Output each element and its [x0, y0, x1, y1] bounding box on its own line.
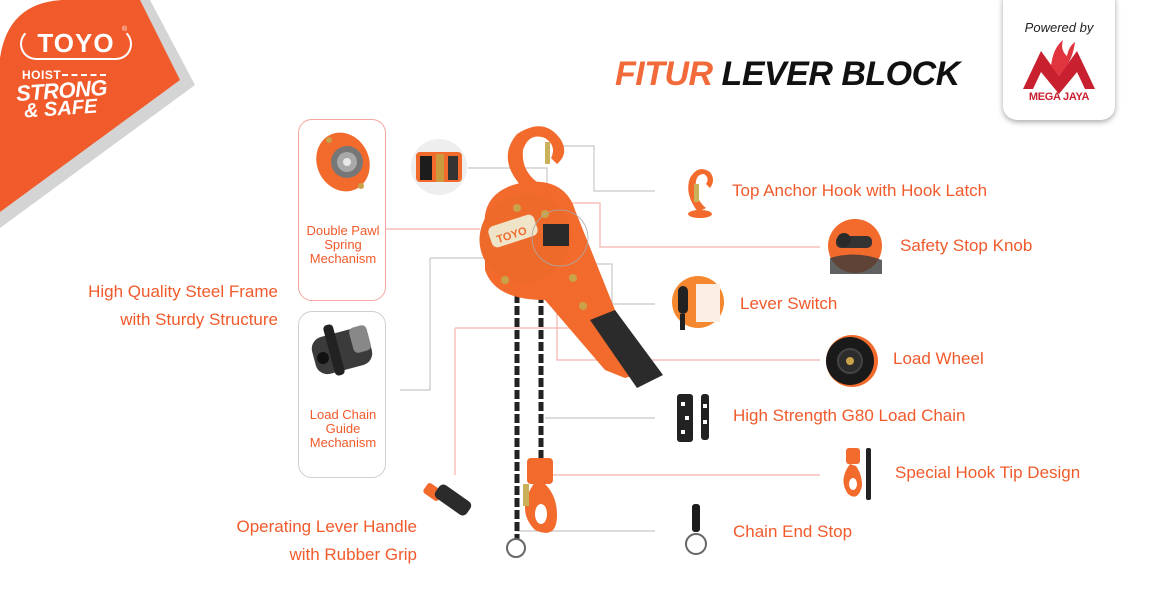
- chain-guide-line3: Mechanism: [309, 435, 377, 450]
- megajaya-logo-icon: [1023, 40, 1095, 94]
- powered-by-label: Powered by: [1024, 20, 1094, 35]
- lever-switch-icon: [672, 276, 724, 330]
- chain-end-stop-icon: [685, 504, 707, 555]
- steel-frame-line2: with Sturdy Structure: [120, 310, 278, 329]
- safety-knob-icon: [828, 219, 882, 274]
- feature-top-anchor-hook: Top Anchor Hook with Hook Latch: [732, 181, 988, 200]
- logo-hoist-text: HOIST: [22, 68, 62, 82]
- chain-guide-line2: Guide: [325, 421, 361, 436]
- double-pawl-line3: Mechanism: [309, 251, 377, 266]
- chain-guide-label: Load Chain Guide Mechanism: [299, 408, 387, 450]
- logo-background-shape: [0, 0, 195, 228]
- gear-detail-icon: [411, 139, 467, 195]
- load-wheel-icon: [826, 335, 878, 387]
- feature-load-wheel: Load Wheel: [893, 349, 984, 368]
- feature-chain-end-stop: Chain End Stop: [733, 522, 853, 541]
- rubber-grip-icon: [423, 483, 472, 516]
- megajaya-name: MEGA JAYA: [1028, 91, 1090, 103]
- logo-dash-line: [62, 74, 106, 76]
- toyo-logo-text: TOYO: [20, 28, 132, 60]
- feature-lever-handle: Operating Lever Handle with Rubber Grip: [160, 516, 417, 566]
- title-rest: LEVER BLOCK: [721, 55, 961, 93]
- steel-frame-line1: High Quality Steel Frame: [88, 282, 278, 301]
- registered-mark: ®: [122, 26, 128, 33]
- bottom-hook-icon: [843, 448, 871, 500]
- double-pawl-card: Double Pawl Spring Mechanism: [298, 119, 386, 301]
- lever-block-product-image: TOYO: [479, 126, 663, 558]
- title-highlight: FITUR: [615, 55, 713, 93]
- page-title: FITUR LEVER BLOCK: [615, 55, 960, 94]
- chain-guide-mechanism-icon: [311, 324, 373, 376]
- lever-handle-line2: with Rubber Grip: [289, 545, 417, 564]
- feature-safety-stop-knob: Safety Stop Knob: [900, 236, 1033, 255]
- toyo-logo-corner: TOYO ® HOIST STRONG & SAFE: [0, 0, 200, 230]
- double-pawl-line2: Spring: [324, 237, 362, 252]
- double-pawl-label: Double Pawl Spring Mechanism: [299, 224, 387, 266]
- feature-special-hook-tip: Special Hook Tip Design: [895, 463, 1081, 482]
- double-pawl-mechanism-icon: [316, 132, 370, 192]
- chain-guide-line1: Load Chain: [309, 407, 377, 422]
- feature-lever-switch: Lever Switch: [740, 294, 838, 313]
- feature-steel-frame: High Quality Steel Frame with Sturdy Str…: [40, 281, 278, 331]
- powered-by-badge: Powered by MEGA JAYA: [1003, 0, 1115, 120]
- top-hook-icon: [688, 169, 713, 218]
- load-chain-icon: [677, 394, 709, 442]
- feature-load-chain: High Strength G80 Load Chain: [733, 406, 966, 425]
- lever-handle-line1: Operating Lever Handle: [236, 517, 417, 536]
- chain-guide-card: Load Chain Guide Mechanism: [298, 311, 386, 478]
- double-pawl-line1: Double Pawl: [306, 223, 380, 238]
